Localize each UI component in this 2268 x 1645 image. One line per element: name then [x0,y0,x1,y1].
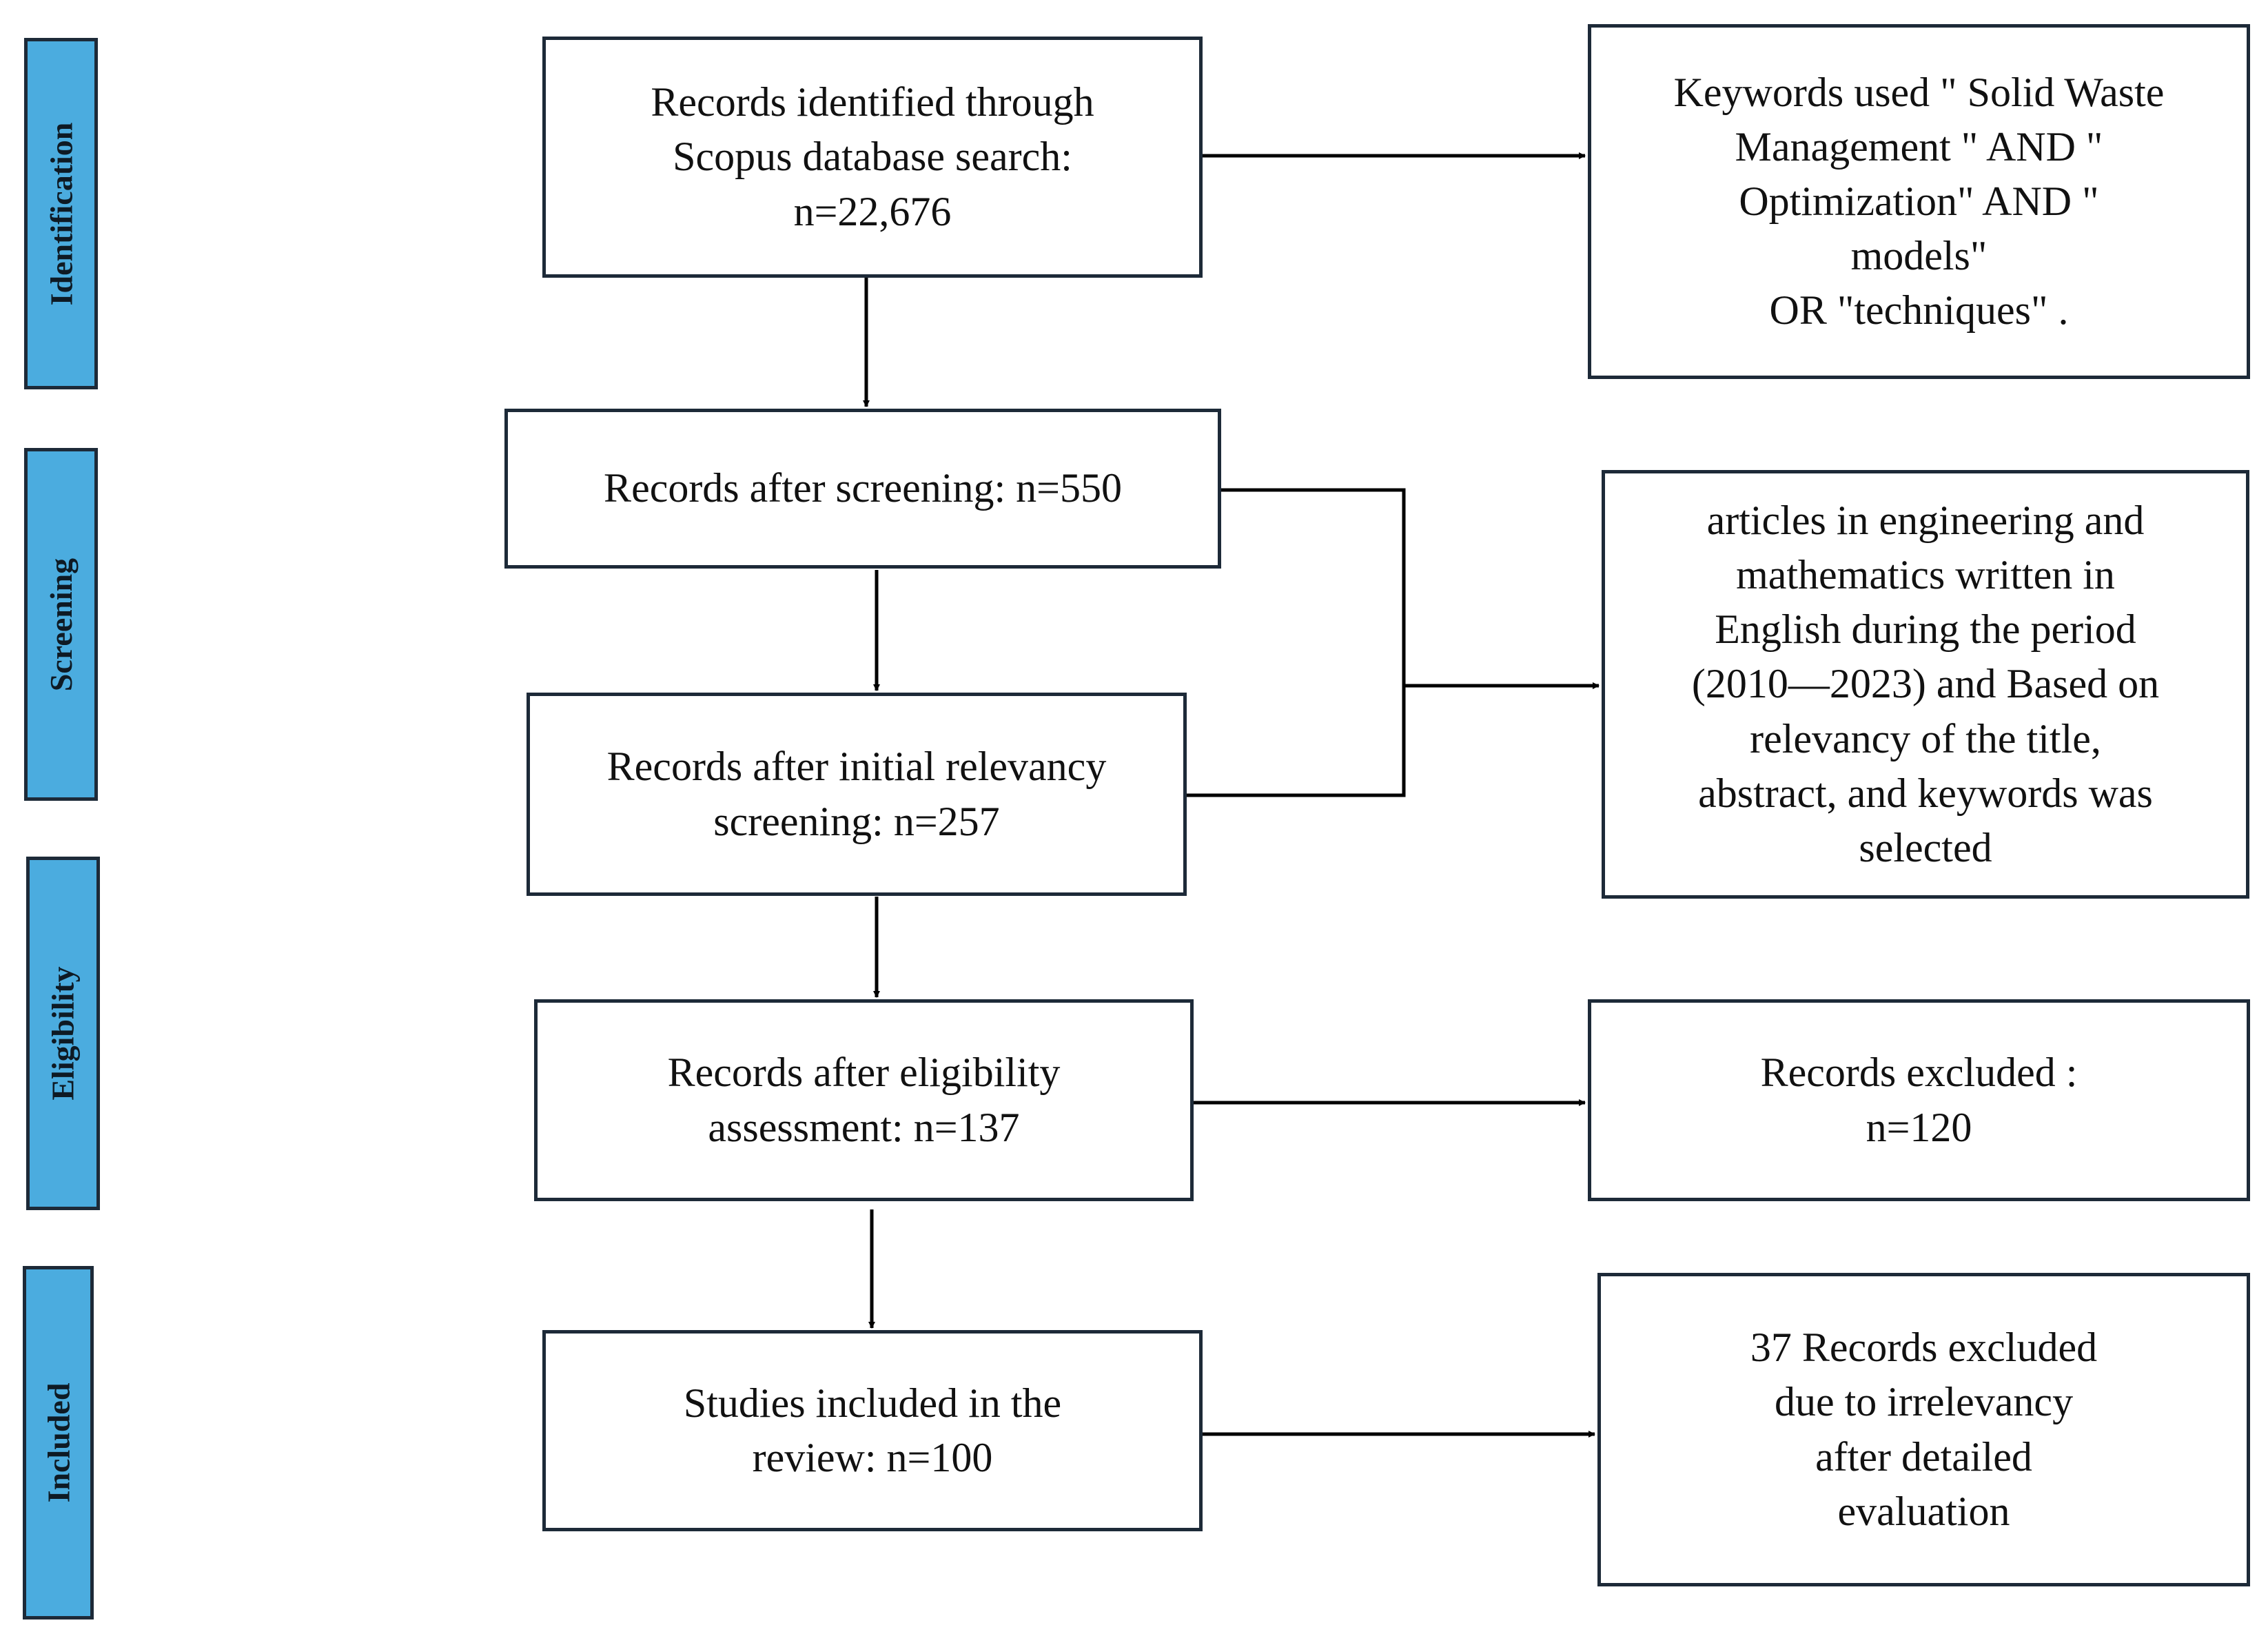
records-after-relevancy-text: Records after initial relevancy screenin… [606,744,1107,844]
stage-tab-eligibility: Eligibility [26,857,100,1210]
stage-tab-included: Included [23,1266,94,1620]
box-records-after-relevancy: Records after initial relevancy screenin… [527,693,1187,896]
stage-label-identification: Identification [43,122,79,305]
records-excluded-text: Records excluded : n=120 [1760,1050,2078,1150]
box-inclusion-criteria: articles in engineering and mathematics … [1602,470,2249,899]
box-records-after-screening: Records after screening: n=550 [504,409,1221,569]
box-keywords-used: Keywords used " Solid Waste Management "… [1588,24,2250,379]
records-identified-text: Records identified through Scopus databa… [651,79,1094,234]
stage-tab-identification: Identification [24,38,98,389]
records-after-eligibility-text: Records after eligibility assessment: n=… [667,1050,1061,1150]
keywords-used-text: Keywords used " Solid Waste Management "… [1673,69,2165,334]
connector-screening-bracket [1186,488,1406,797]
stage-tab-screening: Screening [24,448,98,801]
box-records-identified: Records identified through Scopus databa… [542,37,1203,278]
stage-label-screening: Screening [43,558,79,691]
inclusion-criteria-text: articles in engineering and mathematics … [1691,497,2160,870]
box-records-after-eligibility: Records after eligibility assessment: n=… [534,999,1194,1201]
studies-included-text: Studies included in the review: n=100 [683,1380,1062,1480]
box-records-excluded: Records excluded : n=120 [1588,999,2250,1201]
box-records-excluded-irrelevant: 37 Records excluded due to irrelevancy a… [1597,1273,2250,1586]
stage-label-included: Included [41,1382,76,1503]
box-studies-included: Studies included in the review: n=100 [542,1330,1203,1531]
stage-label-eligibility: Eligibility [45,966,81,1101]
records-excluded-irrelevant-text: 37 Records excluded due to irrelevancy a… [1750,1325,2098,1534]
records-after-screening-text: Records after screening: n=550 [604,465,1122,511]
